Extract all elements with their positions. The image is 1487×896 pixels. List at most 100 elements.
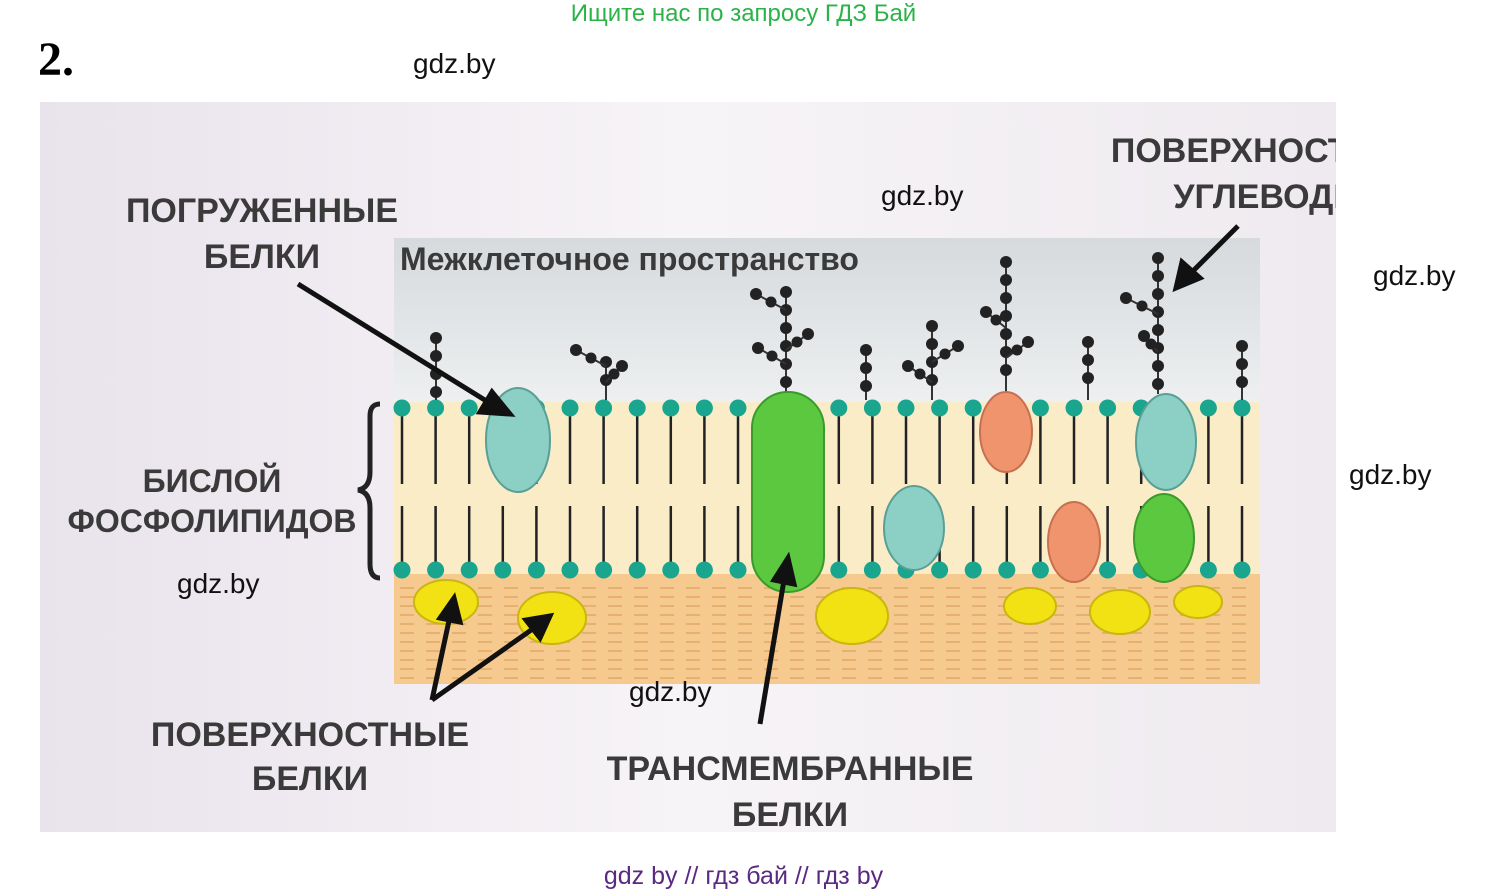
lipid-head — [1233, 561, 1251, 579]
carb-bead — [1138, 330, 1150, 342]
carb-bead — [750, 288, 762, 300]
carb-bead — [860, 380, 872, 392]
intercellular-space-label: Межклеточное пространство — [400, 241, 859, 277]
lipid-head — [561, 561, 579, 579]
transmembrane-label-line2: БЕЛКИ — [732, 796, 848, 832]
lipid-head — [662, 561, 680, 579]
carb-bead — [980, 306, 992, 318]
lipid-head — [964, 561, 982, 579]
carb-bead — [1136, 300, 1148, 312]
carb-bead — [1152, 306, 1164, 318]
carb-bead — [780, 322, 792, 334]
carb-bead — [860, 362, 872, 374]
carb-bead — [952, 340, 964, 352]
footer-links: gdz by // гдз бай // гдз by — [603, 862, 884, 890]
carb-bead — [780, 286, 792, 298]
carb-bead — [1236, 358, 1248, 370]
lipid-head — [393, 399, 411, 417]
carb-bead — [1022, 336, 1034, 348]
search-hint: Ищите нас по запросу ГДЗ Бай — [570, 0, 917, 27]
transmembrane-protein-top — [1135, 393, 1197, 491]
salmon-protein — [979, 391, 1033, 473]
lipid-head — [729, 399, 747, 417]
lipid-head — [1065, 399, 1083, 417]
watermark: gdz.by — [413, 48, 496, 79]
carb-bead — [990, 314, 1002, 326]
surface-protein — [1003, 587, 1057, 625]
carb-bead — [902, 360, 914, 372]
watermark: gdz.by — [881, 180, 964, 211]
arrow-surface-protein-right-head — [521, 612, 555, 643]
lipid-head — [1099, 561, 1117, 579]
surface-carbohydrates — [430, 252, 1248, 400]
lipid-head — [427, 561, 445, 579]
arrow-embedded-protein — [296, 281, 490, 405]
lipid-head — [628, 561, 646, 579]
lipid-head — [1233, 399, 1251, 417]
carb-bead — [1000, 364, 1012, 376]
carb-bead — [600, 356, 612, 368]
surface-carbs-label-line2: УГЛЕВОДЫ — [1173, 178, 1336, 216]
carb-bead — [1152, 270, 1164, 282]
carb-bead — [430, 350, 442, 362]
carb-bead — [1011, 344, 1023, 356]
embedded-protein — [883, 485, 945, 571]
lipid-head — [1099, 399, 1117, 417]
lipid-head — [695, 399, 713, 417]
lipid-head — [460, 399, 478, 417]
arrow-carbs-head — [1172, 257, 1205, 293]
carb-bead — [1236, 340, 1248, 352]
carb-bead — [1000, 346, 1012, 358]
watermark: gdz.by — [629, 676, 712, 707]
membrane-diagram-svg: Межклеточное пространство ПОГРУЖЕННЫЕ БЕ… — [40, 102, 1429, 834]
carb-bead — [1082, 354, 1094, 366]
surface-proteins-label-line1: ПОВЕРХНОСТНЫЕ — [151, 716, 469, 754]
embedded-proteins-label-line2: БЕЛКИ — [204, 238, 320, 276]
lipid-head — [595, 399, 613, 417]
lipid-head — [494, 561, 512, 579]
lipid-head — [830, 399, 848, 417]
lipid-head — [863, 399, 881, 417]
watermark: gdz.by — [177, 568, 260, 599]
lipid-head — [628, 399, 646, 417]
carb-bead — [802, 328, 814, 340]
carb-bead — [1000, 292, 1012, 304]
transmembrane-protein-bottom — [1133, 493, 1195, 583]
bilayer-label-line2: ФОСФОЛИПИДОВ — [68, 503, 357, 539]
lipid-head — [863, 561, 881, 579]
surface-protein — [1173, 585, 1223, 619]
watermark: gdz.by — [1349, 459, 1432, 490]
carb-bead — [914, 368, 926, 380]
carb-bead — [585, 352, 597, 364]
arrow-transmembrane — [757, 579, 787, 725]
intercellular-space — [394, 238, 1260, 408]
carb-bead — [1152, 324, 1164, 336]
carb-bead — [608, 368, 620, 380]
carb-bead — [1000, 310, 1012, 322]
lipid-head — [460, 561, 478, 579]
lipid-head — [427, 399, 445, 417]
carb-bead — [1120, 292, 1132, 304]
lipid-head — [729, 561, 747, 579]
lipid-head — [527, 561, 545, 579]
carb-bead — [780, 376, 792, 388]
bilayer-brace — [357, 401, 381, 581]
proteins — [413, 387, 1223, 645]
carb-bead — [1152, 360, 1164, 372]
lipid-head — [662, 399, 680, 417]
lipid-head — [1199, 561, 1217, 579]
carb-bead — [1000, 328, 1012, 340]
carb-bead — [765, 296, 777, 308]
carb-bead — [860, 344, 872, 356]
surface-carbs-label-line1: ПОВЕРХНОСТНЫЕ — [1111, 132, 1336, 170]
lipid-head — [561, 399, 579, 417]
lipid-head — [964, 399, 982, 417]
carb-bead — [570, 344, 582, 356]
lipid-head — [931, 399, 949, 417]
lipid-head — [695, 561, 713, 579]
arrows — [296, 224, 1240, 725]
surface-protein — [1089, 589, 1151, 635]
carb-bead — [939, 348, 951, 360]
salmon-protein — [1047, 501, 1101, 583]
arrow-embedded-protein-head — [475, 387, 516, 417]
